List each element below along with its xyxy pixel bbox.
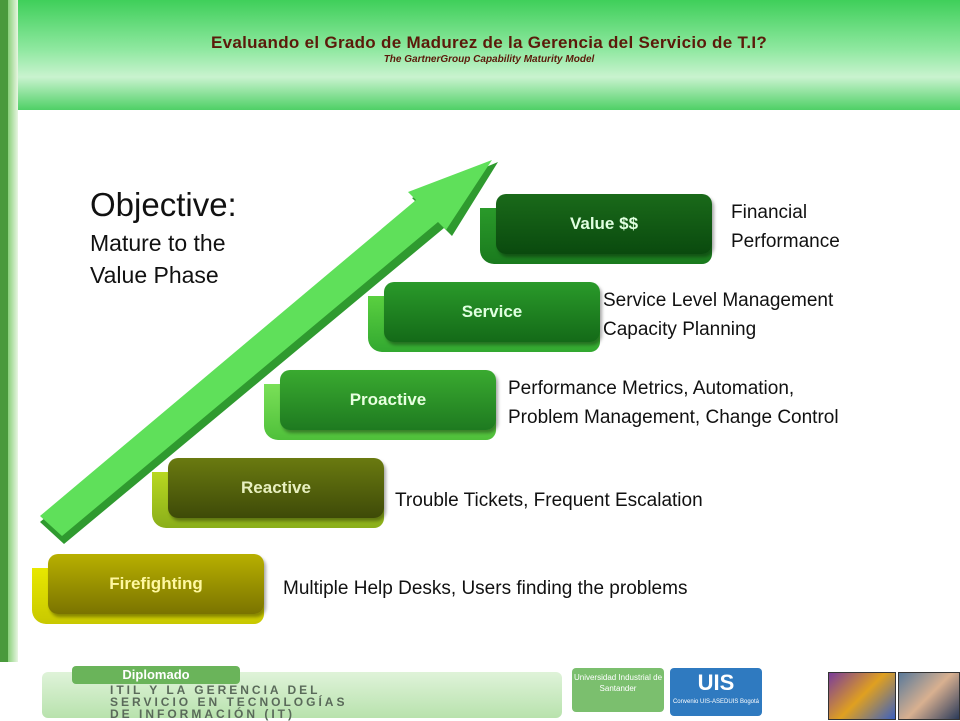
step-service: Service [368,282,600,362]
step-reactive: Reactive [152,458,384,538]
thumbnail-image-1 [828,672,896,720]
left-accent-bar [0,0,8,720]
step-label: Firefighting [48,554,264,614]
objective-line-1: Mature to the [90,230,226,256]
step-desc-proactive-2: Problem Management, Change Control [508,407,839,428]
footer-tab: Diplomado [72,666,240,684]
step-desc-value-1: Financial [731,202,808,223]
thumbnail-image-2 [898,672,960,720]
step-label: Proactive [280,370,496,430]
step-label: Service [384,282,600,342]
slide-subtitle: The GartnerGroup Capability Maturity Mod… [383,54,595,65]
step-label: Reactive [168,458,384,518]
step-label: Value $$ [496,194,712,254]
uis-logo-mark: UIS [697,670,735,695]
step-desc-service-1: Service Level Management [603,290,834,311]
slide-title: Evaluando el Grado de Madurez de la Gere… [210,33,768,52]
step-desc-proactive-1: Performance Metrics, Automation, [508,378,795,399]
step-desc-reactive: Trouble Tickets, Frequent Escalation [395,490,703,511]
step-firefighting: Firefighting [32,554,264,634]
footer-line-3: DE INFORMACIÓN (IT) [110,707,295,721]
footer-line-2: SERVICIO EN TECNOLOGÍAS [110,695,348,709]
objective-line-2: Value Phase [90,262,219,288]
step-desc-firefighting: Multiple Help Desks, Users finding the p… [283,578,688,599]
objective-heading: Objective: [90,186,237,223]
step-proactive: Proactive [264,370,496,450]
step-desc-service-2: Capacity Planning [603,319,757,340]
uis-logo: UIS Convenio UIS-ASEDUIS Bogotá [670,668,762,716]
uis-logo-text: Universidad Industrial de Santander [572,668,664,712]
footer-line-1: ITIL Y LA GERENCIA DEL [110,683,321,697]
step-value: Value $$ [480,194,712,274]
left-accent-gradient [8,0,18,720]
step-desc-value-2: Performance [731,231,840,252]
header-band [18,0,960,110]
uis-logo-sub: Convenio UIS-ASEDUIS Bogotá [672,699,760,705]
